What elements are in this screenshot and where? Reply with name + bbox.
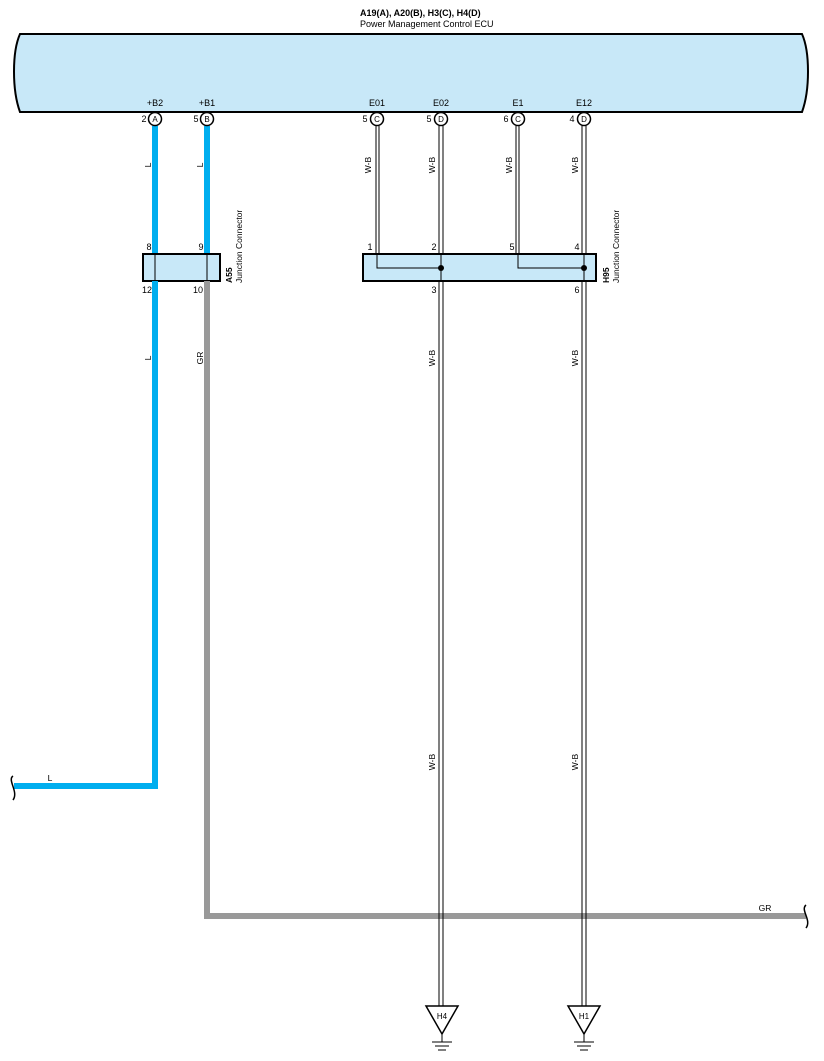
terminal-b1: B 5 +B1	[193, 98, 215, 127]
wire-e12	[581, 126, 587, 254]
continuation-label-left: L	[48, 773, 53, 783]
junction-id: A55	[224, 267, 234, 283]
wire-e1	[515, 126, 520, 254]
pin-label: 4	[574, 242, 579, 252]
terminal-name: +B1	[199, 98, 215, 108]
terminal-pin: 5	[426, 114, 431, 124]
wire-l-out	[14, 281, 158, 789]
wire-e02	[438, 126, 444, 254]
terminal-connector-letter: A	[152, 115, 158, 124]
junction-label: Junction Connector	[611, 210, 621, 283]
pin-label: 9	[198, 242, 203, 252]
wire-gr-out	[204, 281, 806, 919]
wire-color-label: W-B	[504, 156, 514, 173]
break-mark-left	[10, 775, 16, 801]
pin-label: 5	[509, 242, 514, 252]
terminal-e12: D 4 E12	[569, 98, 592, 127]
break-mark-right	[803, 904, 809, 929]
wire-wb-h4	[438, 281, 444, 1006]
terminal-name: E01	[369, 98, 385, 108]
pin-label: 6	[574, 285, 579, 295]
terminal-pin: 2	[141, 114, 146, 124]
terminal-name: E1	[512, 98, 523, 108]
terminal-connector-letter: C	[374, 115, 380, 124]
wire-wb-h1	[581, 281, 587, 1006]
terminal-b2: A 2 +B2	[141, 98, 163, 127]
wire-color-label: W-B	[363, 156, 373, 173]
terminal-name: +B2	[147, 98, 163, 108]
pin-label: 3	[431, 285, 436, 295]
ecu-connector-list: A19(A), A20(B), H3(C), H4(D)	[360, 8, 481, 18]
junction-label: Junction Connector	[234, 210, 244, 283]
pin-label: 12	[142, 285, 152, 295]
pin-label: 8	[146, 242, 151, 252]
terminal-e01: C 5 E01	[362, 98, 385, 127]
wire-e01	[375, 126, 380, 254]
terminal-e1: C 6 E1	[503, 98, 526, 127]
continuation-label-right: GR	[759, 903, 772, 913]
ground-label: H1	[579, 1012, 590, 1021]
pin-label: 10	[193, 285, 203, 295]
terminal-connector-letter: B	[204, 115, 209, 124]
ground-h1: H1	[566, 1005, 602, 1051]
wire-color-label: GR	[195, 352, 205, 365]
ecu-name: Power Management Control ECU	[360, 19, 494, 29]
junction-connector-h95: 1 2 5 4 3 6 H95 Junction Connector	[362, 210, 621, 295]
terminal-pin: 5	[193, 114, 198, 124]
ecu-box	[13, 33, 809, 113]
terminal-pin: 5	[362, 114, 367, 124]
terminal-connector-letter: D	[438, 115, 444, 124]
pin-label: 1	[367, 242, 372, 252]
wire-color-label: W-B	[427, 156, 437, 173]
ground-h4: H4	[424, 1005, 460, 1051]
terminal-name: E02	[433, 98, 449, 108]
wire-color-label: W-B	[570, 156, 580, 173]
ground-label: H4	[437, 1012, 448, 1021]
wire-color-label: L	[143, 355, 153, 360]
junction-connector-a55: 8 9 12 10 A55 Junction Connector	[142, 210, 244, 295]
wire-color-label: L	[195, 162, 205, 167]
wire-color-label: W-B	[427, 753, 437, 770]
terminal-pin: 6	[503, 114, 508, 124]
wire-color-label: L	[143, 162, 153, 167]
terminal-connector-letter: C	[515, 115, 521, 124]
terminal-connector-letter: D	[581, 115, 587, 124]
terminal-e02: D 5 E02	[426, 98, 449, 127]
wire-color-label: W-B	[570, 349, 580, 366]
terminal-name: E12	[576, 98, 592, 108]
junction-id: H95	[601, 267, 611, 283]
terminal-pin: 4	[569, 114, 574, 124]
wire-color-label: W-B	[427, 349, 437, 366]
wire-color-label: W-B	[570, 753, 580, 770]
pin-label: 2	[431, 242, 436, 252]
